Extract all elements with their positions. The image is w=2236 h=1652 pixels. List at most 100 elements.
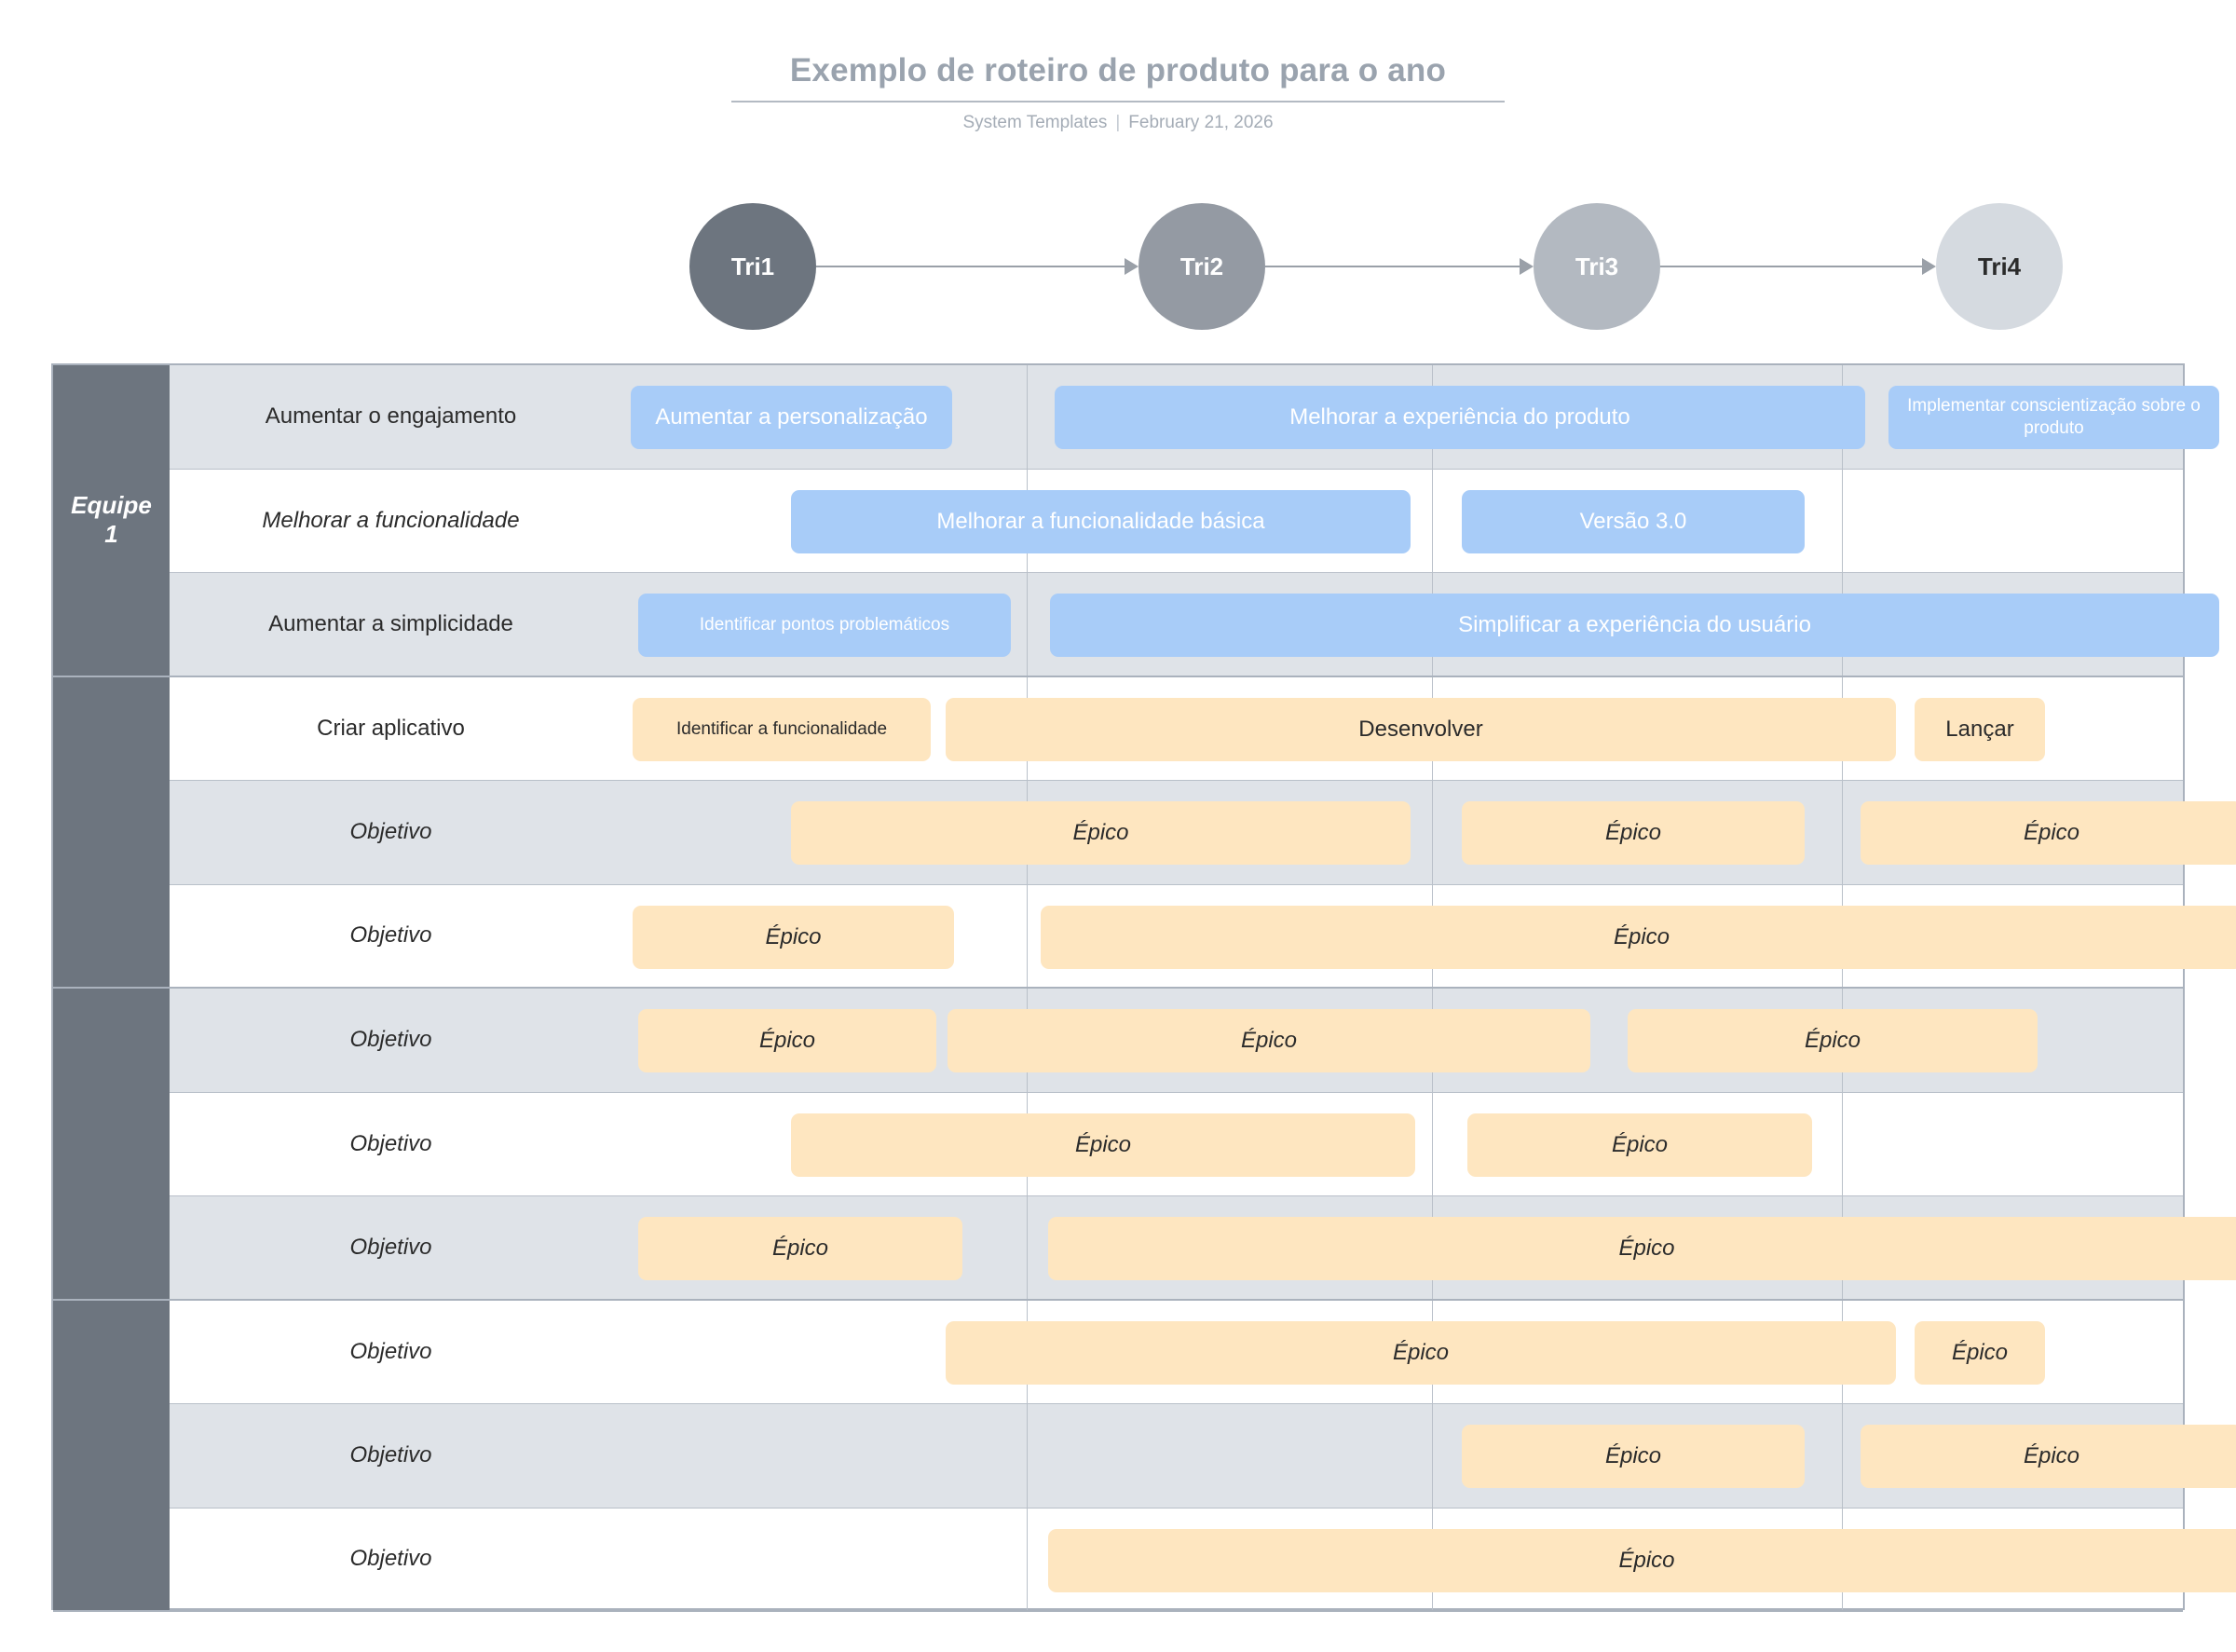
roadmap-bar[interactable]: Épico — [791, 1113, 1415, 1177]
roadmap-row[interactable]: Objetivo Épico Épico — [170, 1092, 2183, 1196]
roadmap-bar-label: Identificar pontos problemáticos — [699, 615, 950, 635]
roadmap-bar-label: Épico — [1604, 1443, 1662, 1468]
roadmap-bar[interactable]: Épico — [948, 1009, 1590, 1072]
roadmap-bar-label: Épico — [771, 1236, 829, 1261]
row-label: Objetivo — [349, 819, 432, 845]
roadmap-bar[interactable]: Épico — [946, 1320, 1896, 1385]
row-timeline-lane: Identificar pontos problemáticos Simplifi… — [612, 573, 2219, 676]
team-group-3[interactable] — [53, 989, 170, 1301]
row-label: Criar aplicativo — [317, 715, 465, 741]
row-timeline-lane: Épico Épico — [612, 1196, 2236, 1299]
roadmap-bar-label: Implementar conscientização sobre o prod… — [1907, 396, 2201, 438]
row-label: Melhorar a funcionalidade — [262, 507, 520, 533]
roadmap-bar[interactable]: Identificar pontos problemáticos — [638, 594, 1011, 657]
org-name: System Templates — [962, 113, 1108, 133]
quarter-connector-line — [816, 266, 1125, 267]
roadmap-bar[interactable]: Épico — [791, 801, 1411, 865]
row-label: Objetivo — [349, 1130, 432, 1156]
column-divider — [1027, 573, 1028, 676]
quarter-connector-arrow-icon — [1125, 258, 1138, 275]
roadmap-row[interactable]: Melhorar a funcionalidade Melhorar a func… — [170, 469, 2183, 573]
roadmap-bar-label: Épico — [1072, 820, 1129, 845]
column-divider — [1432, 1092, 1433, 1195]
roadmap-bar-label: Épico — [1804, 1028, 1861, 1053]
roadmap-bar[interactable]: Desenvolver — [946, 697, 1896, 761]
quarter-connector-arrow-icon — [1520, 258, 1534, 275]
column-divider — [1027, 365, 1028, 469]
roadmap-row[interactable]: Aumentar a simplicidade Identificar ponto… — [170, 573, 2219, 677]
row-timeline-lane: Épico Épico — [612, 1092, 2183, 1195]
roadmap-bar[interactable]: Aumentar a personalização — [631, 386, 952, 449]
quarter-node-label: Tri1 — [730, 252, 775, 280]
roadmap-bar-label: Épico — [1611, 1131, 1669, 1157]
page-subtitle: System Templates|February 21, 2026 — [0, 113, 2236, 133]
row-label: Objetivo — [349, 1338, 432, 1364]
roadmap-bar[interactable]: Épico — [1861, 1425, 2236, 1488]
quarter-timeline: Tri1 Tri2 Tri3 Tri4 — [0, 203, 2236, 330]
roadmap-bar[interactable]: Épico — [1041, 905, 2236, 969]
roadmap-row[interactable]: Objetivo Épico Épico Épico — [170, 781, 2236, 885]
roadmap-bar-label: Épico — [1392, 1339, 1450, 1365]
row-timeline-lane: Épico Épico — [612, 1300, 2183, 1403]
title-underline — [731, 101, 1505, 103]
quarter-node-tri2[interactable]: Tri2 — [1138, 203, 1265, 330]
roadmap-row[interactable]: Objetivo Épico Épico — [170, 1300, 2183, 1404]
roadmap-row[interactable]: Criar aplicativo Identificar a funcionali… — [170, 676, 2183, 781]
roadmap-bar[interactable]: Simplificar a experiência do usuário — [1050, 594, 2219, 657]
roadmap-bar[interactable]: Melhorar a funcionalidade básica — [791, 489, 1411, 553]
team-group-4[interactable] — [53, 1300, 170, 1612]
row-timeline-lane: Épico Épico — [612, 884, 2236, 987]
roadmap-row[interactable]: Aumentar o engajamento Aumentar a persona… — [170, 365, 2219, 470]
team-group-2[interactable] — [53, 676, 170, 989]
roadmap-bar[interactable]: Identificar a funcionalidade — [633, 697, 931, 761]
roadmap-row[interactable]: Objetivo Épico — [170, 1508, 2236, 1612]
row-label: Aumentar o engajamento — [265, 403, 517, 430]
column-divider — [1842, 781, 1843, 884]
row-label: Aumentar a simplicidade — [268, 610, 513, 636]
column-divider — [1432, 781, 1433, 884]
roadmap-bar[interactable]: Épico — [633, 905, 954, 969]
column-divider — [1027, 1508, 1028, 1610]
roadmap-bar[interactable]: Épico — [1467, 1113, 1812, 1177]
roadmap-bar[interactable]: Épico — [1861, 801, 2236, 865]
roadmap-bar[interactable]: Versão 3.0 — [1462, 489, 1805, 553]
roadmap-row[interactable]: Objetivo Épico Épico — [170, 884, 2236, 989]
quarter-node-tri4[interactable]: Tri4 — [1936, 203, 2063, 330]
quarter-node-label: Tri2 — [1179, 252, 1224, 280]
quarter-node-tri1[interactable]: Tri1 — [689, 203, 816, 330]
row-label: Objetivo — [349, 1546, 432, 1572]
roadmap-bar[interactable]: Épico — [1462, 1425, 1805, 1488]
roadmap-bar-label: Épico — [2023, 820, 2080, 845]
roadmap-bar[interactable]: Épico — [1628, 1009, 2038, 1072]
row-label: Objetivo — [349, 1442, 432, 1468]
subtitle-separator: | — [1115, 113, 1121, 133]
roadmap-bar[interactable]: Épico — [1915, 1320, 2045, 1385]
roadmap-bar-label: Desenvolver — [1358, 716, 1483, 742]
roadmap-bar-label: Épico — [765, 923, 822, 949]
roadmap-bar-label: Identificar a funcionalidade — [675, 718, 888, 739]
column-divider — [1027, 884, 1028, 987]
roadmap-bar[interactable]: Épico — [1048, 1217, 2236, 1280]
roadmap-bar[interactable]: Épico — [1462, 801, 1805, 865]
roadmap-bar[interactable]: Implementar conscientização sobre o prod… — [1888, 386, 2219, 449]
quarter-node-tri3[interactable]: Tri3 — [1534, 203, 1660, 330]
roadmap-bar-label: Aumentar a personalização — [655, 404, 928, 430]
roadmap-bar[interactable]: Épico — [638, 1009, 936, 1072]
roadmap-bar[interactable]: Épico — [1048, 1528, 2236, 1592]
roadmap-row[interactable]: Objetivo Épico Épico — [170, 1404, 2236, 1509]
column-divider — [1027, 1404, 1028, 1508]
roadmap-bar[interactable]: Melhorar a experiência do produto — [1055, 386, 1865, 449]
roadmap-bar-label: Melhorar a funcionalidade básica — [936, 508, 1265, 534]
roadmap-bar-label: Versão 3.0 — [1579, 508, 1687, 534]
roadmap-bar-label: Épico — [1951, 1339, 2009, 1365]
roadmap-bar[interactable]: Lançar — [1915, 697, 2045, 761]
quarter-connector-line — [1660, 266, 1922, 267]
roadmap-bar-label: Simplificar a experiência do usuário — [1458, 612, 1811, 637]
row-label: Objetivo — [349, 922, 432, 949]
row-timeline-lane: Aumentar a personalização Melhorar a expe… — [612, 365, 2219, 469]
roadmap-bar[interactable]: Épico — [638, 1217, 962, 1280]
